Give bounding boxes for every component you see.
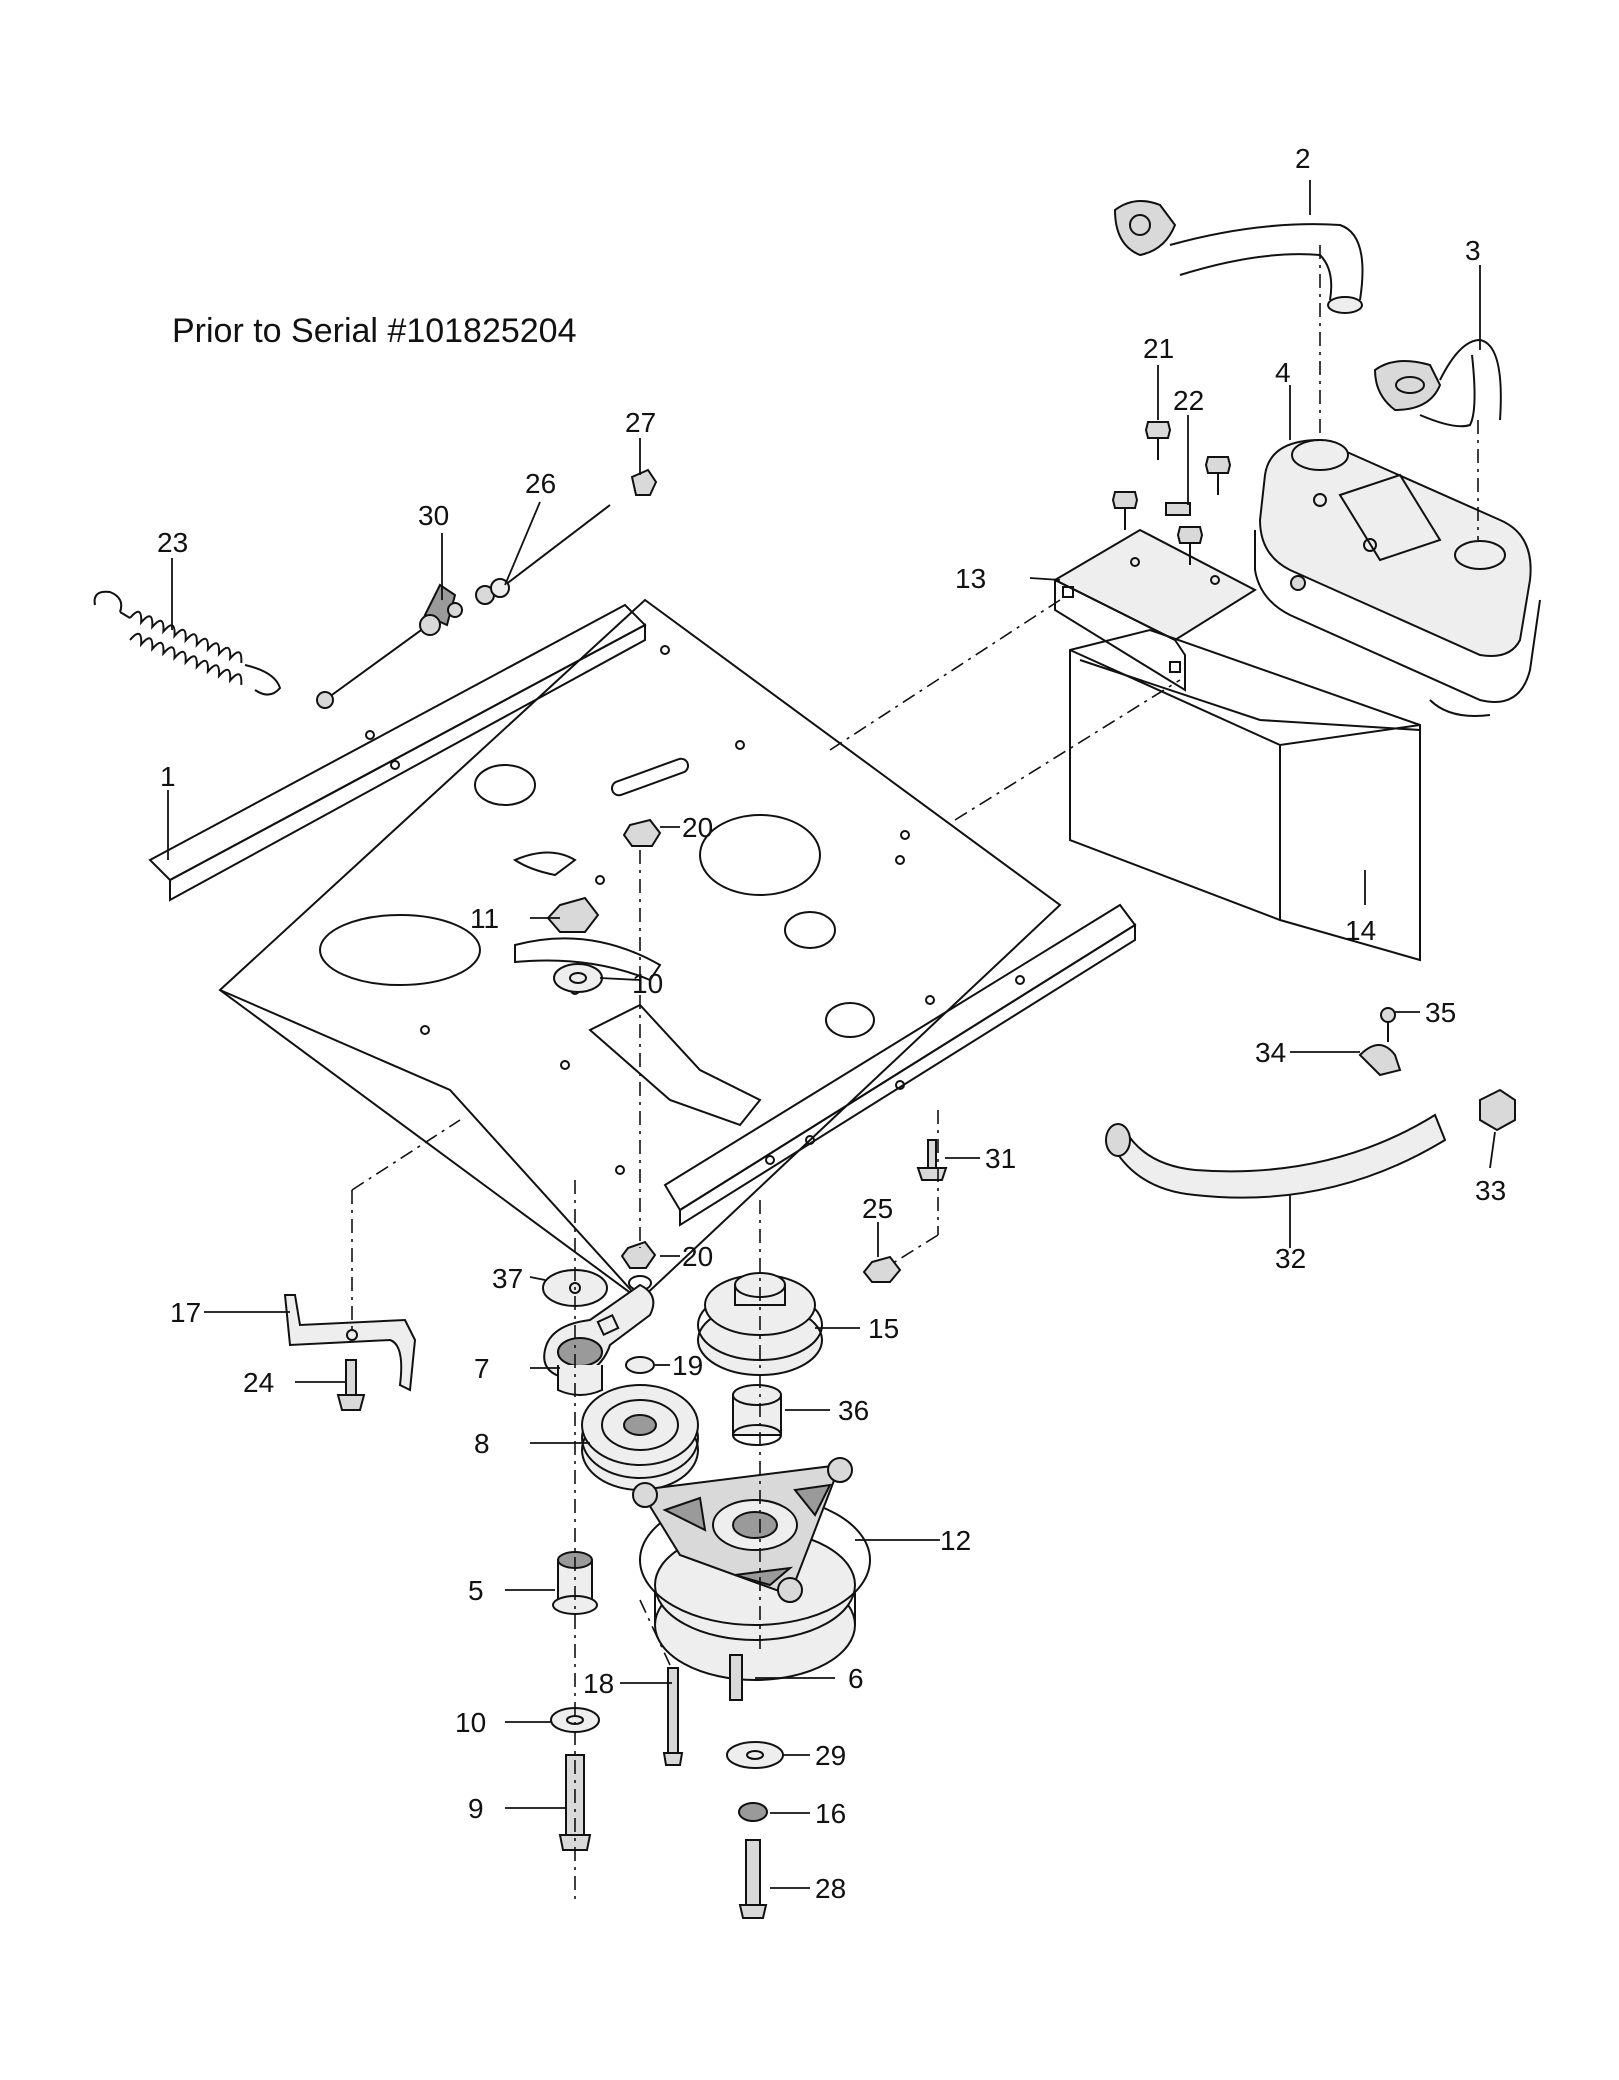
callout-4: 4 [1275,357,1291,388]
callout-13: 13 [955,563,986,594]
callout-37: 37 [492,1263,523,1294]
callout-33: 33 [1475,1175,1506,1206]
exhaust-pipe-lower [1373,338,1502,428]
muffler [1254,438,1541,717]
callout-30: 30 [418,500,449,531]
callout-15: 15 [868,1313,899,1344]
callout-7: 7 [474,1353,490,1384]
callout-10b: 10 [455,1707,486,1738]
assembly-lines [351,245,1479,1900]
callout-1: 1 [160,761,176,792]
top-fasteners [546,818,662,993]
callout-10a: 10 [632,968,663,999]
callout-34: 34 [1255,1037,1286,1068]
leader-lines [167,180,1496,1889]
callout-12: 12 [940,1525,971,1556]
callout-9: 9 [468,1793,484,1824]
tension-spring [93,590,282,696]
callout-16: 16 [815,1798,846,1829]
deck-bolt-nut [862,1139,948,1283]
callout-6: 6 [848,1663,864,1694]
callout-5: 5 [468,1575,484,1606]
callout-19: 19 [672,1350,703,1381]
idler-pulley [581,1384,699,1491]
electric-clutch [632,1457,871,1681]
callout-labels: 1 2 3 4 5 6 7 8 9 10 10 11 12 13 14 15 1… [157,143,1506,1904]
callout-24: 24 [243,1367,274,1398]
idler-bracket [283,1294,417,1411]
engine-deck-plate [148,598,1137,1302]
drive-pulley [697,1272,823,1446]
callout-25: 25 [862,1193,893,1224]
callout-23: 23 [157,527,188,558]
callout-28: 28 [815,1873,846,1904]
callout-35: 35 [1425,997,1456,1028]
callout-29: 29 [815,1740,846,1771]
callout-20b: 20 [682,1241,713,1272]
callout-36: 36 [838,1395,869,1426]
muffler-bracket [1052,528,1258,692]
callout-20a: 20 [682,812,713,843]
exhaust-pipe-upper [1113,200,1364,314]
lower-right-hardware [662,1654,784,1919]
callout-2: 2 [1295,143,1311,174]
fuel-hose [1105,1007,1516,1199]
callout-17: 17 [170,1297,201,1328]
muffler-screws [1111,421,1306,591]
callout-3: 3 [1465,235,1481,266]
idler-arm-assembly [542,1240,657,1396]
callout-26: 26 [525,468,556,499]
callout-11: 11 [470,903,499,934]
callout-27: 27 [625,407,656,438]
callout-18: 18 [583,1668,614,1699]
callout-21: 21 [1143,333,1174,364]
rod-assembly [316,468,658,709]
heat-shield [1069,628,1421,962]
callout-22: 22 [1173,385,1204,416]
callout-31: 31 [985,1143,1016,1174]
callout-8: 8 [474,1428,490,1459]
callout-32: 32 [1275,1243,1306,1274]
diagram-title: Prior to Serial #101825204 [172,312,577,350]
callout-14: 14 [1345,915,1376,946]
